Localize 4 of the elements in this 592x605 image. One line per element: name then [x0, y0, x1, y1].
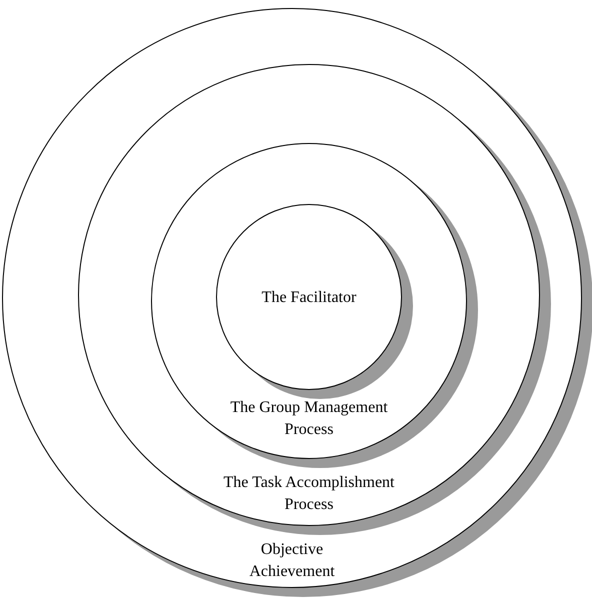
circle-label: The Group Management Process	[229, 398, 389, 440]
circle-label: Objective Achievement	[248, 540, 336, 582]
circle-label: The Facilitator	[262, 288, 356, 308]
circle-label: The Task Accomplishment Process	[222, 473, 396, 515]
